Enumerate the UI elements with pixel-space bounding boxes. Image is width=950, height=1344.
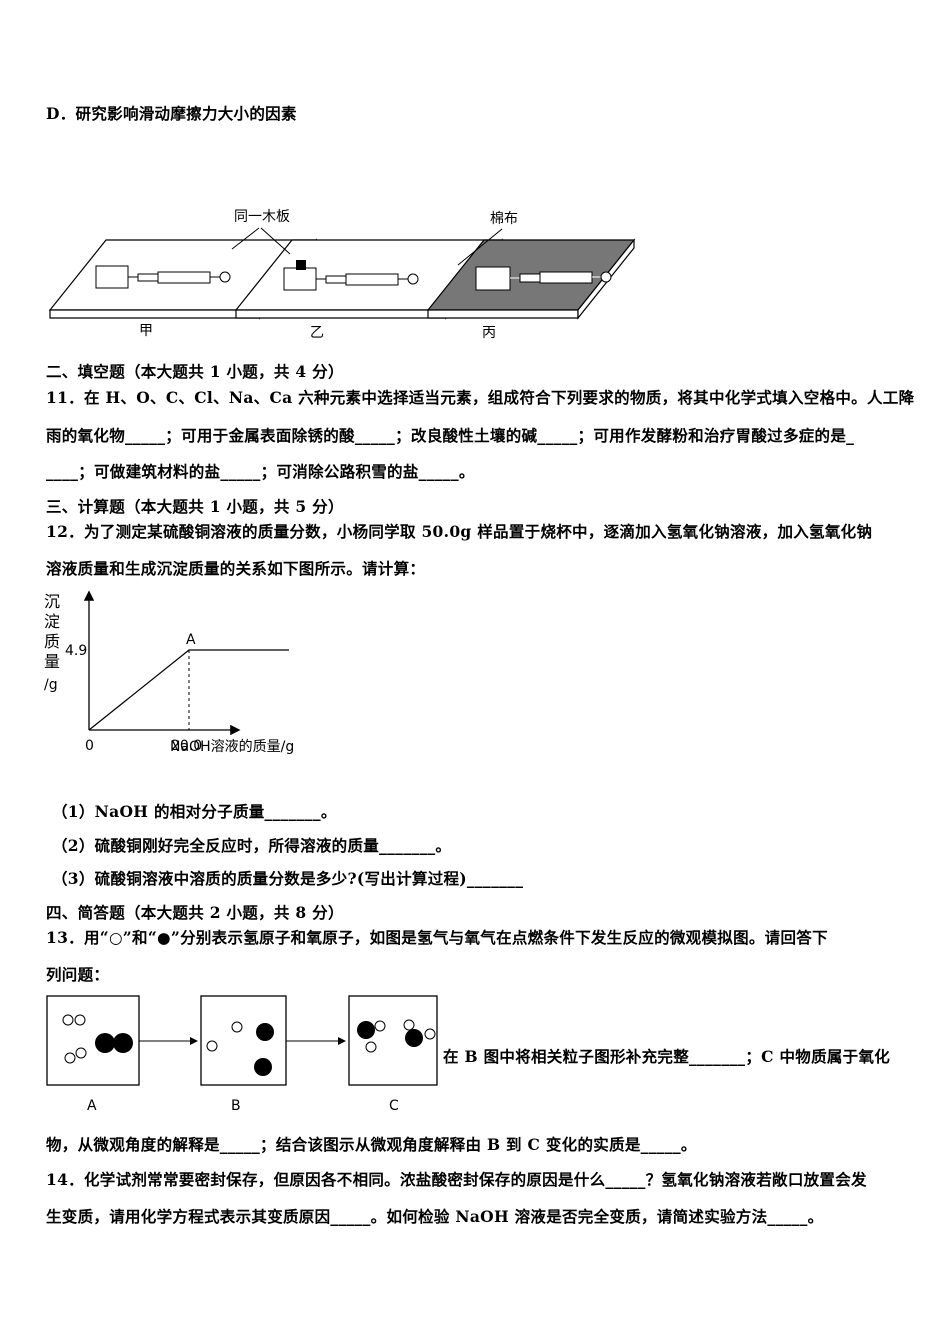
q13-side-text: 在 B 图中将相关粒子图形补充完整_______；C 中物质属于氧化 xyxy=(443,1047,891,1066)
spring-scale-yi xyxy=(345,273,399,286)
label-cotton: 棉布 xyxy=(490,210,518,227)
q12-line-1: 12．为了测定某硫酸铜溶液的质量分数，小杨同学取 50.0g 样品置于烧杯中，逐… xyxy=(46,522,873,541)
option-d: D．研究影响滑动摩擦力大小的因素 xyxy=(46,104,297,123)
y-label-3: 质 xyxy=(44,632,60,651)
q12-line-2: 溶液质量和生成沉淀质量的关系如下图所示。请计算： xyxy=(46,559,426,578)
x-axis-label: NaOH溶液的质量/g xyxy=(170,739,294,755)
q12-part-3: （3）硫酸铜溶液中溶质的质量分数是多少?(写出计算过程)_______ xyxy=(52,869,524,888)
y-label-5: /g xyxy=(44,677,58,693)
y-label-1: 沉 xyxy=(44,592,60,611)
section-2-heading: 二、填空题（本大题共 1 小题，共 4 分） xyxy=(46,362,344,381)
block-yi xyxy=(283,267,317,291)
q12-part-1: （1）NaOH 的相对分子质量_______。 xyxy=(52,802,337,821)
section-3-heading: 三、计算题（本大题共 1 小题，共 5 分） xyxy=(46,497,344,516)
q14-line-1: 14．化学试剂常常要密封保存，但原因各不相同。浓盐酸密封保存的原因是什么____… xyxy=(46,1170,867,1189)
y-label-2: 淀 xyxy=(44,612,60,631)
section-4-heading: 四、简答题（本大题共 2 小题，共 8 分） xyxy=(46,903,344,922)
box-c xyxy=(348,995,438,1086)
label-same-board: 同一木板 xyxy=(234,209,290,225)
q13-line-1: 13．用“○”和“●”分别表示氢原子和氧原子，如图是氢气与氧气在点燃条件下发生反… xyxy=(46,928,828,947)
reaction-model-figure: A B C xyxy=(46,995,438,1114)
point-a-label: A xyxy=(186,632,196,648)
label-jia: 甲 xyxy=(139,323,153,339)
box-label-c: C xyxy=(389,1098,399,1114)
origin-label: 0 xyxy=(85,738,94,754)
box-label-a: A xyxy=(87,1098,97,1114)
friction-experiment-figure: 同一木板 棉布 甲 乙 丙 xyxy=(48,209,636,340)
x-tick-label: 20.0 xyxy=(171,738,202,754)
y-label-4: 量 xyxy=(44,652,60,671)
box-b xyxy=(200,995,287,1086)
box-label-b: B xyxy=(231,1098,241,1114)
y-tick-label: 4.9 xyxy=(65,643,87,659)
q12-part-2: （2）硫酸铜刚好完全反应时，所得溶液的质量_______。 xyxy=(52,836,452,855)
q11-line-3: ____；可做建筑材料的盐_____；可消除公路积雪的盐_____。 xyxy=(46,462,475,481)
q13-continued: 物，从微观角度的解释是_____；结合该图示从微观角度解释由 B 到 C 变化的… xyxy=(46,1135,697,1154)
block-jia xyxy=(95,265,129,289)
block-bing xyxy=(475,266,511,291)
precipitate-chart: 沉 淀 质 量 /g 4.9 20.0 A 0 NaOH溶液的质量/g xyxy=(44,590,294,755)
q11-line-2: 雨的氧化物_____；可用于金属表面除锈的酸_____；改良酸性土壤的碱____… xyxy=(46,426,855,445)
q13-line-2: 列问题： xyxy=(46,965,110,984)
q11-line-1: 11．在 H、O、C、Cl、Na、Ca 六种元素中选择适当元素，组成符合下列要求… xyxy=(46,388,915,407)
weight-yi xyxy=(296,260,306,270)
q14-line-2: 生变质，请用化学方程式表示其变质原因_____。如何检验 NaOH 溶液是否完全… xyxy=(46,1207,824,1226)
spring-scale-bing xyxy=(539,271,593,284)
label-yi: 乙 xyxy=(310,325,324,340)
spring-scale-jia xyxy=(157,271,211,284)
label-bing: 丙 xyxy=(482,325,496,340)
